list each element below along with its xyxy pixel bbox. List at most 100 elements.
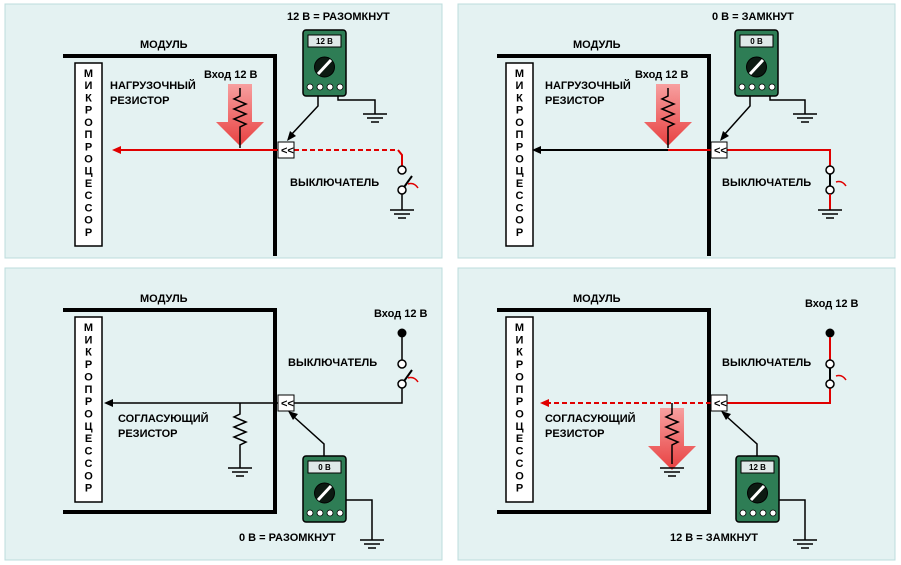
connector-pins: << [281, 145, 294, 157]
input-terminal [397, 328, 407, 338]
microprocessor-box [505, 316, 534, 503]
resistor-label-line2: РЕЗИСТОР [110, 95, 169, 107]
current-path-from-switch [727, 388, 831, 404]
switch-output-wire [294, 388, 403, 404]
multimeter: 0 В [302, 455, 347, 523]
meter-probe [292, 415, 325, 456]
meter-display: 12 В [749, 463, 766, 472]
signal-arrowhead [540, 399, 549, 407]
current-arrow [216, 84, 264, 146]
switch-feed [397, 149, 403, 166]
switch-contact-top [397, 165, 407, 175]
meter-display: 0 В [750, 37, 763, 46]
switch-motion-arrow [407, 182, 419, 189]
switch-contact-top [825, 165, 835, 175]
microprocessor-label-letter: С [516, 202, 524, 214]
microprocessor-label-letter: Ц [515, 166, 523, 178]
signal-arrowhead [104, 399, 113, 407]
switch-contact-bottom [825, 185, 835, 195]
module-outline [63, 54, 277, 256]
signal-arrowhead [112, 146, 121, 154]
resistor-label-line2: РЕЗИСТОР [545, 428, 604, 440]
meter-caption: 12 В = ЗАМКНУТ [670, 532, 758, 544]
probe-tip [287, 131, 296, 141]
microprocessor-label-letter: О [84, 154, 93, 166]
microprocessor-label-letter: Е [85, 178, 92, 190]
switch-contact-top [825, 359, 835, 369]
input-terminal [825, 328, 835, 338]
microprocessor-label-letter: Р [85, 483, 92, 495]
microprocessor-label-letter: Ц [84, 421, 92, 433]
multimeter: 12 В [735, 455, 780, 523]
microprocessor-label-letter: П [85, 384, 93, 396]
microprocessor-label-letter: О [515, 470, 524, 482]
switch-label: ВЫКЛЮЧАТЕЛЬ [290, 177, 379, 189]
input-label: Вход 12 В [635, 69, 689, 81]
microprocessor-label-letter: О [84, 409, 93, 421]
microprocessor-label-letter: О [515, 215, 524, 227]
microprocessor-label-letter: П [516, 129, 524, 141]
current-path-to-switch [727, 149, 831, 166]
microprocessor-box [74, 62, 103, 247]
module-label: МОДУЛЬ [573, 293, 621, 305]
microprocessor-label-letter: С [85, 458, 93, 470]
connector [277, 141, 295, 159]
microprocessor-label-letter: К [85, 92, 92, 104]
ground-symbol [793, 113, 817, 123]
meter-display: 12 В [316, 37, 333, 46]
multimeter: 0 В [734, 29, 779, 97]
ground-symbol [228, 467, 252, 477]
input-label: Вход 12 В [374, 308, 428, 320]
resistor-label-line1: СОГЛАСУЮЩИЙ [118, 412, 209, 425]
module-outline [497, 308, 711, 514]
microprocessor-label-letter: И [85, 80, 93, 92]
microprocessor-label-letter: И [516, 334, 524, 346]
microprocessor-label-letter: М [84, 68, 93, 80]
meter-display: 0 В [318, 463, 331, 472]
panel-background [4, 3, 443, 259]
microprocessor-label-letter: С [85, 446, 93, 458]
switch-contact-bottom [825, 379, 835, 389]
microprocessor-label-letter: Е [85, 433, 92, 445]
ground-symbol [793, 539, 817, 549]
connector-pins: << [714, 398, 727, 410]
switch-motion-arrow [835, 374, 847, 381]
microprocessor-label-letter: О [515, 154, 524, 166]
meter-ground-lead [337, 96, 376, 114]
microprocessor-box [74, 316, 103, 503]
meter-caption: 0 В = ЗАМКНУТ [712, 11, 794, 23]
meter-caption: 0 В = РАЗОМКНУТ [239, 532, 336, 544]
microprocessor-label-letter: С [516, 446, 524, 458]
switch-motion-arrow [407, 376, 419, 383]
signal-arrowhead [532, 146, 541, 154]
ground-symbol [818, 209, 842, 219]
connector [277, 394, 295, 412]
microprocessor-label-letter: К [516, 92, 523, 104]
microprocessor-label-letter: Р [85, 141, 92, 153]
multimeter: 12 В [302, 29, 347, 97]
ground-symbol [390, 209, 414, 219]
switch-contact-bottom [397, 379, 407, 389]
switch-label: ВЫКЛЮЧАТЕЛЬ [288, 357, 377, 369]
resistor-label-line2: РЕЗИСТОР [118, 428, 177, 440]
microprocessor-label-letter: Р [85, 105, 92, 117]
switch-contact-top [397, 359, 407, 369]
microprocessor-label-letter: Р [516, 227, 523, 239]
microprocessor-label-letter: С [516, 190, 524, 202]
microprocessor-label-letter: М [515, 68, 524, 80]
ground-symbol [360, 539, 384, 549]
meter-probe [290, 96, 319, 136]
ground-symbol [363, 113, 387, 123]
microprocessor-box [505, 62, 534, 247]
ground-symbol [660, 467, 684, 477]
microprocessor-label-letter: М [515, 322, 524, 334]
microprocessor-label-letter: М [84, 322, 93, 334]
resistor-label-line2: РЕЗИСТОР [545, 95, 604, 107]
